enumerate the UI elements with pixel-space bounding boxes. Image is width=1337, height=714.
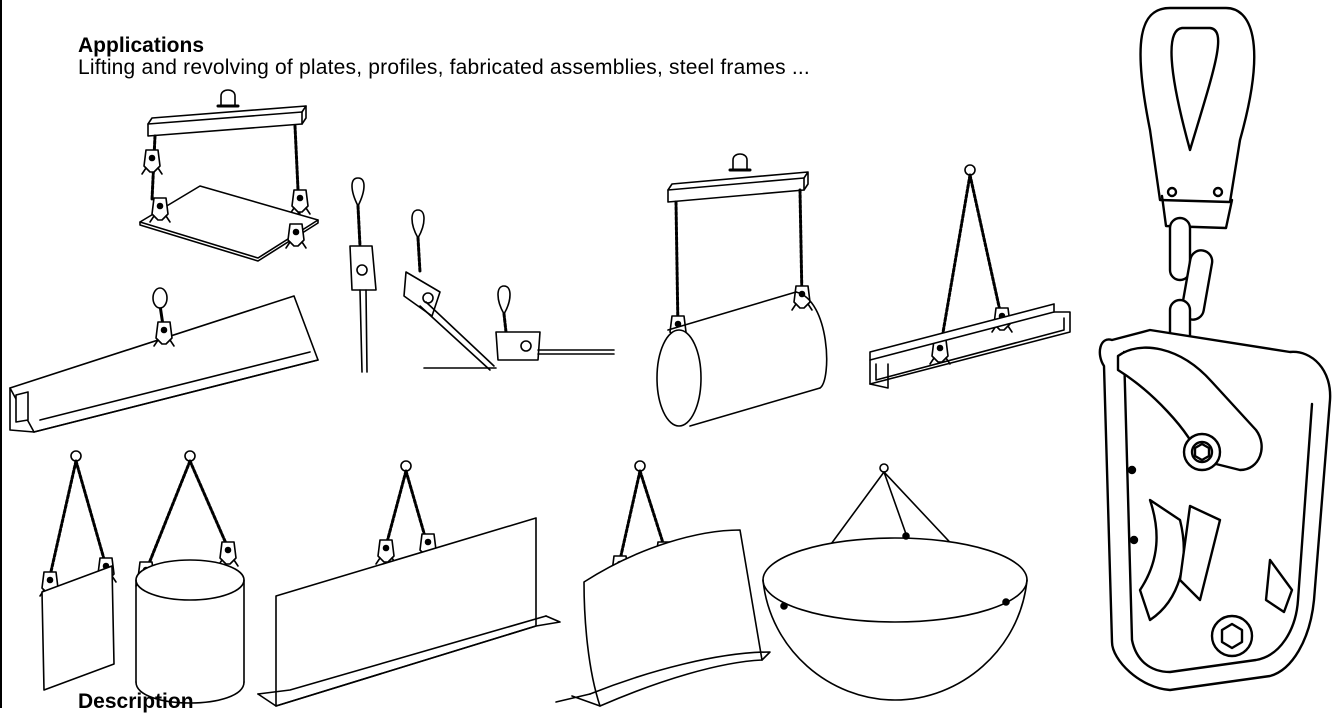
sling-lifting-dish-icon: [763, 464, 1027, 700]
beam-lifting-cylinder-icon: [657, 152, 827, 426]
sling-lifting-curved-plate-icon: [556, 461, 770, 706]
clamp-orientation-sequence-icon: [350, 178, 614, 372]
beam-lifting-plate-icon: [140, 88, 318, 261]
sling-lifting-channel-icon: [870, 165, 1070, 388]
vertical-plate-clamp-icon: [1100, 8, 1330, 690]
clamp-on-inclined-profile-icon: [10, 288, 318, 432]
applications-heading: Applications: [78, 34, 205, 57]
page-border: [0, 0, 2, 708]
sling-lifting-tube-icon: [135, 451, 244, 703]
sling-lifting-plate-icon: [39, 451, 117, 690]
description-heading: Description: [78, 690, 194, 713]
applications-description: Lifting and revolving of plates, profile…: [78, 56, 810, 79]
sling-lifting-angle-profile-icon: [258, 461, 560, 706]
